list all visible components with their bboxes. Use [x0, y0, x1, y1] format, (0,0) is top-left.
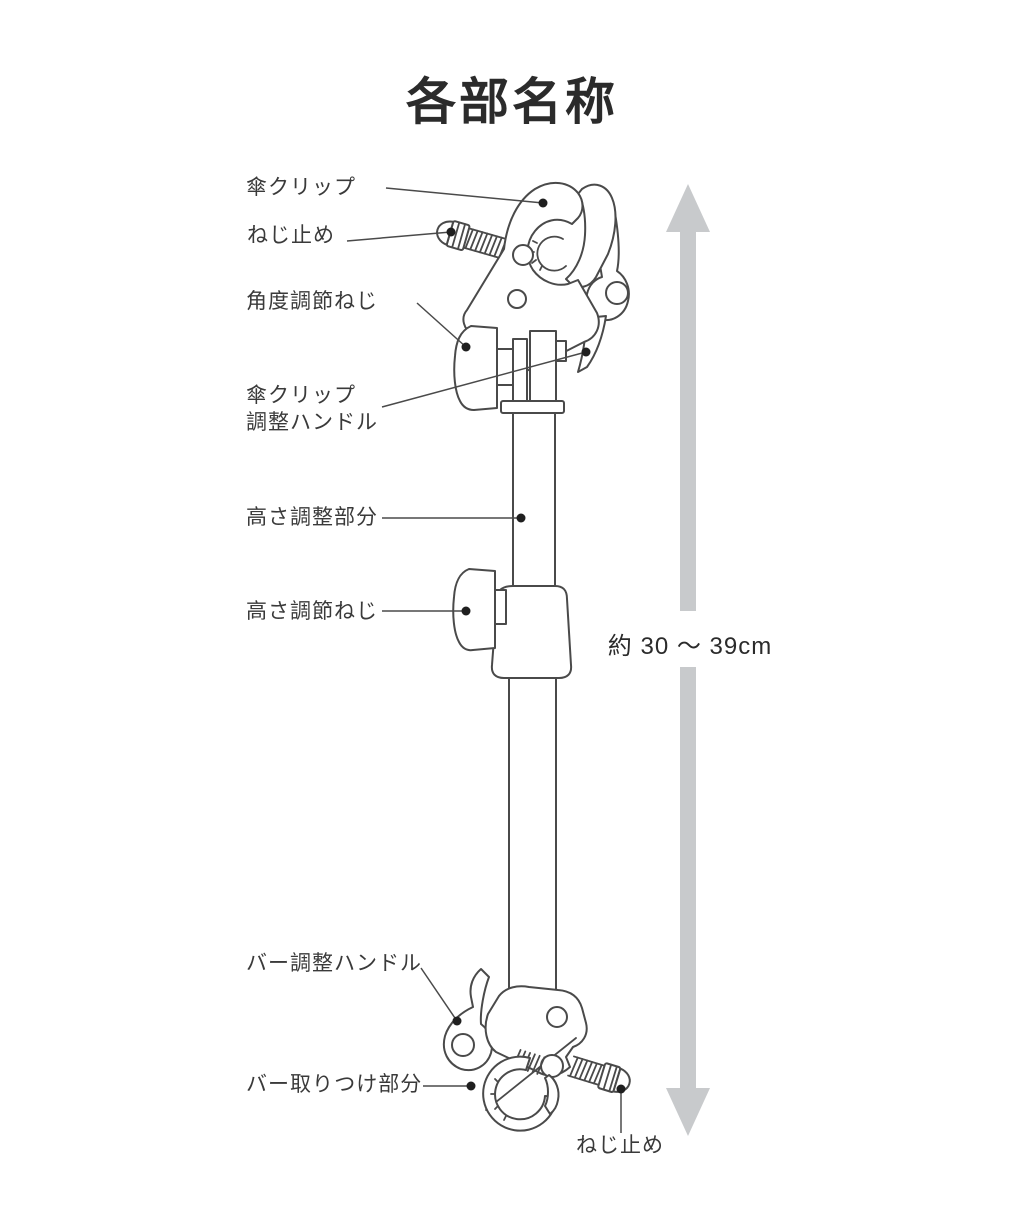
bar-clamp-drawing [442, 968, 631, 1132]
label-clip-adjust-handle: 傘クリップ 調整ハンドル [246, 384, 378, 434]
label-height-adjust-part: 高さ調整部分 [246, 506, 378, 529]
size-arrow-icon [666, 184, 710, 1136]
label-umbrella-clip: 傘クリップ [246, 176, 356, 199]
label-bar-attach-part: バー取りつけ部分 [246, 1073, 423, 1096]
label-size-range: 約 30 ～ 39cm [607, 633, 773, 660]
umbrella-clip-drawing [462, 181, 630, 374]
page-title: 各部名称 [406, 74, 618, 130]
umbrella-stand-drawing [436, 181, 631, 1132]
height-pole-drawing [452, 412, 573, 992]
angle-adjuster-drawing [453, 325, 567, 414]
label-angle-adjust-screw: 角度調節ねじ [246, 290, 378, 313]
label-screw-stopper-top: ねじ止め [247, 224, 335, 247]
label-bar-adjust-handle: バー調整ハンドル [246, 952, 422, 975]
top-screw-stopper-drawing [436, 220, 509, 260]
leader-lines [346, 187, 626, 1133]
label-screw-stopper-bottom: ねじ止め [576, 1134, 664, 1157]
label-height-adjust-screw: 高さ調節ねじ [246, 600, 378, 623]
